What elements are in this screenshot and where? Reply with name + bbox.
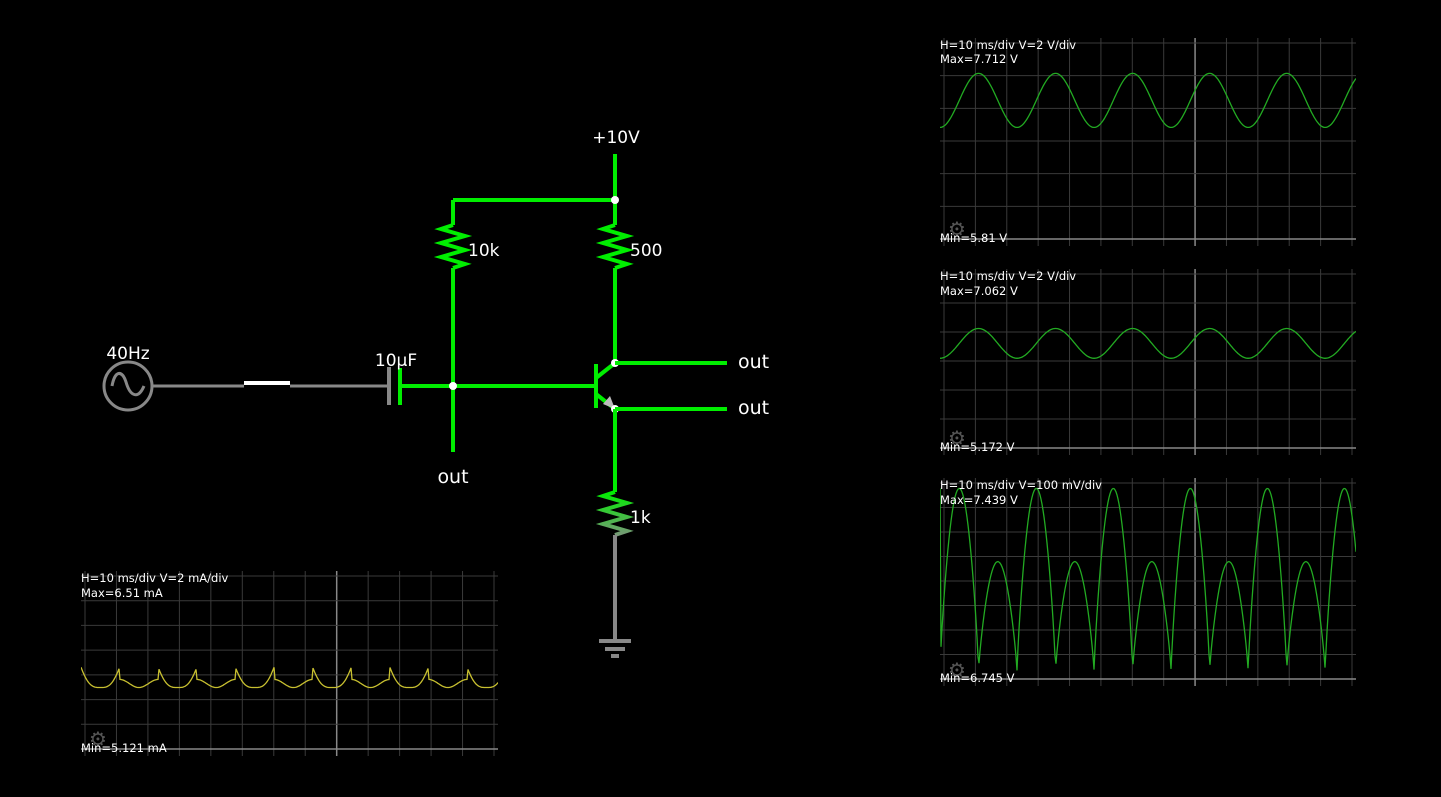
source-frequency-label: 40Hz: [106, 344, 149, 364]
scope-collector-min: Min=5.81 V: [940, 231, 1008, 245]
scope-collector-max: Max=7.712 V: [940, 52, 1018, 66]
scope-output-min: Min=6.745 V: [940, 671, 1015, 685]
supply-label: +10V: [592, 128, 640, 148]
scope-current-min: Min=5.121 mA: [81, 741, 167, 755]
scope-emitter-header: H=10 ms/div V=2 V/div: [940, 269, 1077, 283]
resistor-1k[interactable]: [595, 490, 635, 537]
scope-output-max: Max=7.439 V: [940, 493, 1018, 507]
resistor-1k-label: 1k: [630, 508, 651, 528]
gear-icon[interactable]: ⚙: [89, 727, 107, 751]
junction-base: [449, 382, 457, 390]
junction-supply: [611, 196, 619, 204]
resistor-500[interactable]: [595, 223, 635, 270]
scope-trace: [940, 72, 1356, 129]
out-base-label: out: [437, 466, 468, 488]
scope-trace: [940, 487, 1356, 671]
scope-emitter[interactable]: H=10 ms/div V=2 V/div Max=7.062 V ⚙ Min=…: [940, 269, 1356, 455]
gear-icon[interactable]: ⚙: [948, 426, 966, 450]
scope-emitter-plot: [940, 269, 1356, 455]
scope-trace: [940, 327, 1356, 359]
ground-icon: [599, 639, 631, 658]
scope-trace: [81, 666, 498, 689]
scope-current-header: H=10 ms/div V=2 mA/div: [81, 571, 229, 585]
out-emitter-label: out: [738, 397, 769, 419]
npn-transistor[interactable]: [594, 361, 617, 411]
gear-icon[interactable]: ⚙: [948, 217, 966, 241]
scope-current[interactable]: H=10 ms/div V=2 mA/div Max=6.51 mA ⚙ Min…: [81, 571, 498, 756]
scope-collector-plot: [940, 38, 1356, 246]
capacitor[interactable]: [387, 367, 402, 405]
out-collector-label: out: [738, 351, 769, 373]
scope-current-max: Max=6.51 mA: [81, 586, 163, 600]
scope-collector[interactable]: H=10 ms/div V=2 V/div Max=7.712 V ⚙ Min=…: [940, 38, 1356, 246]
scope-output-header: H=10 ms/div V=100 mV/div: [940, 478, 1102, 492]
resistor-10k-label: 10k: [468, 241, 500, 261]
ac-source[interactable]: [102, 360, 154, 412]
capacitor-label: 10µF: [375, 351, 417, 371]
scope-collector-header: H=10 ms/div V=2 V/div: [940, 38, 1077, 52]
resistor-10k[interactable]: [433, 223, 473, 270]
gear-icon[interactable]: ⚙: [948, 658, 966, 682]
scope-output[interactable]: H=10 ms/div V=100 mV/div Max=7.439 V ⚙ M…: [940, 478, 1356, 686]
scope-current-plot: [81, 571, 498, 756]
scope-emitter-max: Max=7.062 V: [940, 284, 1018, 298]
emitter-arrow-icon: [603, 396, 615, 409]
resistor-500-label: 500: [630, 241, 662, 261]
scope-output-plot: [940, 478, 1356, 686]
scope-emitter-min: Min=5.172 V: [940, 440, 1015, 454]
sine-icon: [110, 372, 146, 397]
